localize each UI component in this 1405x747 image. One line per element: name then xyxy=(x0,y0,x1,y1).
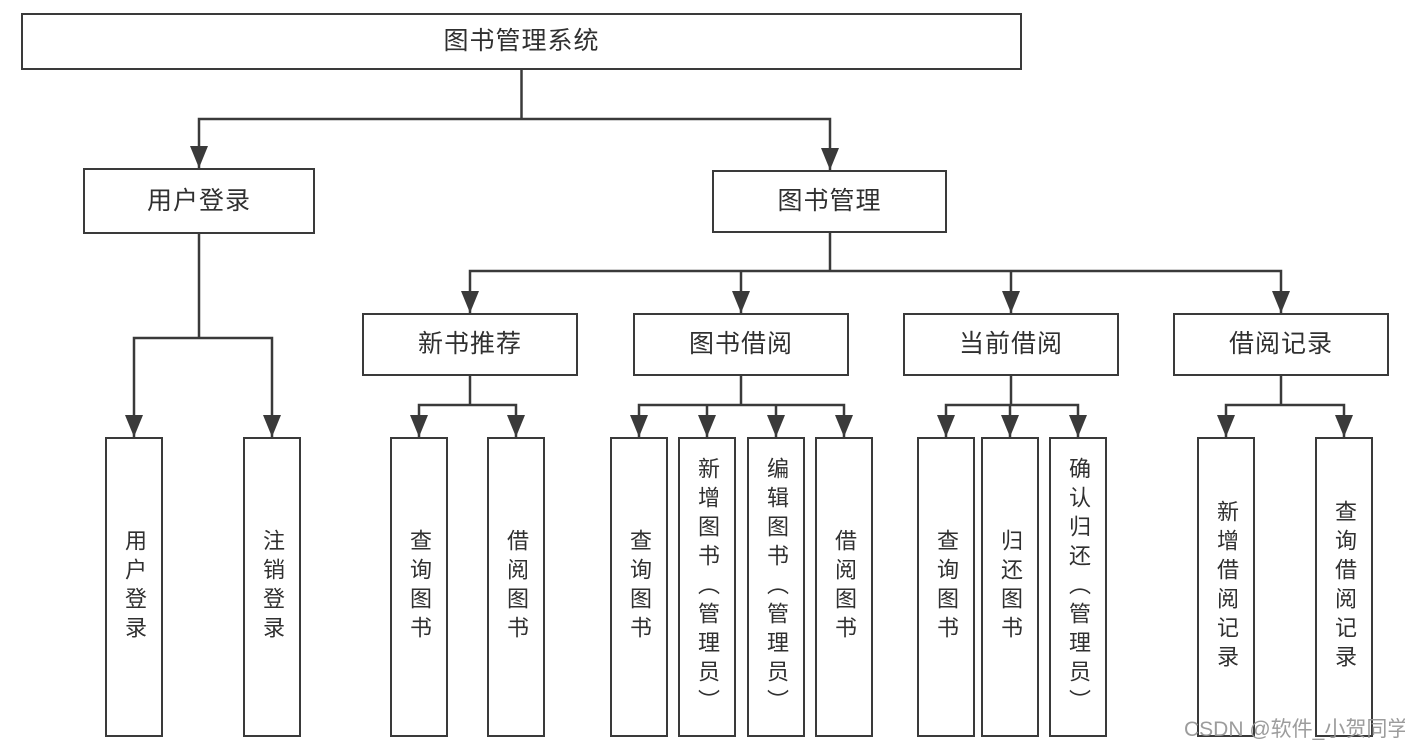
leaf-query-books-borrowing: 查询图书 xyxy=(610,437,668,737)
leaf-borrow-books-recommend: 借阅图书 xyxy=(487,437,545,737)
leaf-user-login: 用户登录 xyxy=(105,437,163,737)
node-library-management-system: 图书管理系统 xyxy=(21,13,1022,70)
node-label: 编辑图书（管理员） xyxy=(764,456,789,718)
node-label: 图书管理系统 xyxy=(443,27,600,55)
node-label: 用户登录 xyxy=(122,529,147,645)
node-label: 借阅记录 xyxy=(1228,330,1333,358)
node-label: 图书借阅 xyxy=(688,330,793,358)
node-label: 新增图书（管理员） xyxy=(695,456,720,718)
leaf-borrow-books: 借阅图书 xyxy=(815,437,873,737)
node-label: 新书推荐 xyxy=(417,330,522,358)
watermark: CSDN @软件_小贺同学 xyxy=(1184,718,1405,741)
node-new-book-recommendation: 新书推荐 xyxy=(362,313,578,376)
node-book-management: 图书管理 xyxy=(712,170,947,233)
node-label: 查询借阅记录 xyxy=(1332,500,1357,674)
node-label: 借阅图书 xyxy=(832,529,857,645)
leaf-return-books: 归还图书 xyxy=(981,437,1039,737)
node-label: 新增借阅记录 xyxy=(1214,500,1239,674)
node-user-login: 用户登录 xyxy=(83,168,315,234)
node-label: 查询图书 xyxy=(627,529,652,645)
node-label: 图书管理 xyxy=(777,187,882,215)
node-label: 当前借阅 xyxy=(958,330,1063,358)
node-label: 注销登录 xyxy=(260,529,285,645)
node-book-borrowing: 图书借阅 xyxy=(633,313,849,376)
leaf-query-borrow-record: 查询借阅记录 xyxy=(1315,437,1373,737)
leaf-confirm-return-admin: 确认归还（管理员） xyxy=(1049,437,1107,737)
leaf-logout-login: 注销登录 xyxy=(243,437,301,737)
leaf-query-books-current: 查询图书 xyxy=(917,437,975,737)
node-current-borrowing: 当前借阅 xyxy=(903,313,1119,376)
node-label: 查询图书 xyxy=(407,529,432,645)
leaf-edit-books-admin: 编辑图书（管理员） xyxy=(747,437,805,737)
node-label: 借阅图书 xyxy=(504,529,529,645)
leaf-query-books-recommend: 查询图书 xyxy=(390,437,448,737)
node-label: 用户登录 xyxy=(146,186,251,215)
node-borrowing-records: 借阅记录 xyxy=(1173,313,1389,376)
node-label: 查询图书 xyxy=(934,529,959,645)
leaf-add-borrow-record: 新增借阅记录 xyxy=(1197,437,1255,737)
leaf-add-books-admin: 新增图书（管理员） xyxy=(678,437,736,737)
node-label: 归还图书 xyxy=(998,529,1023,645)
node-label: 确认归还（管理员） xyxy=(1066,456,1091,718)
